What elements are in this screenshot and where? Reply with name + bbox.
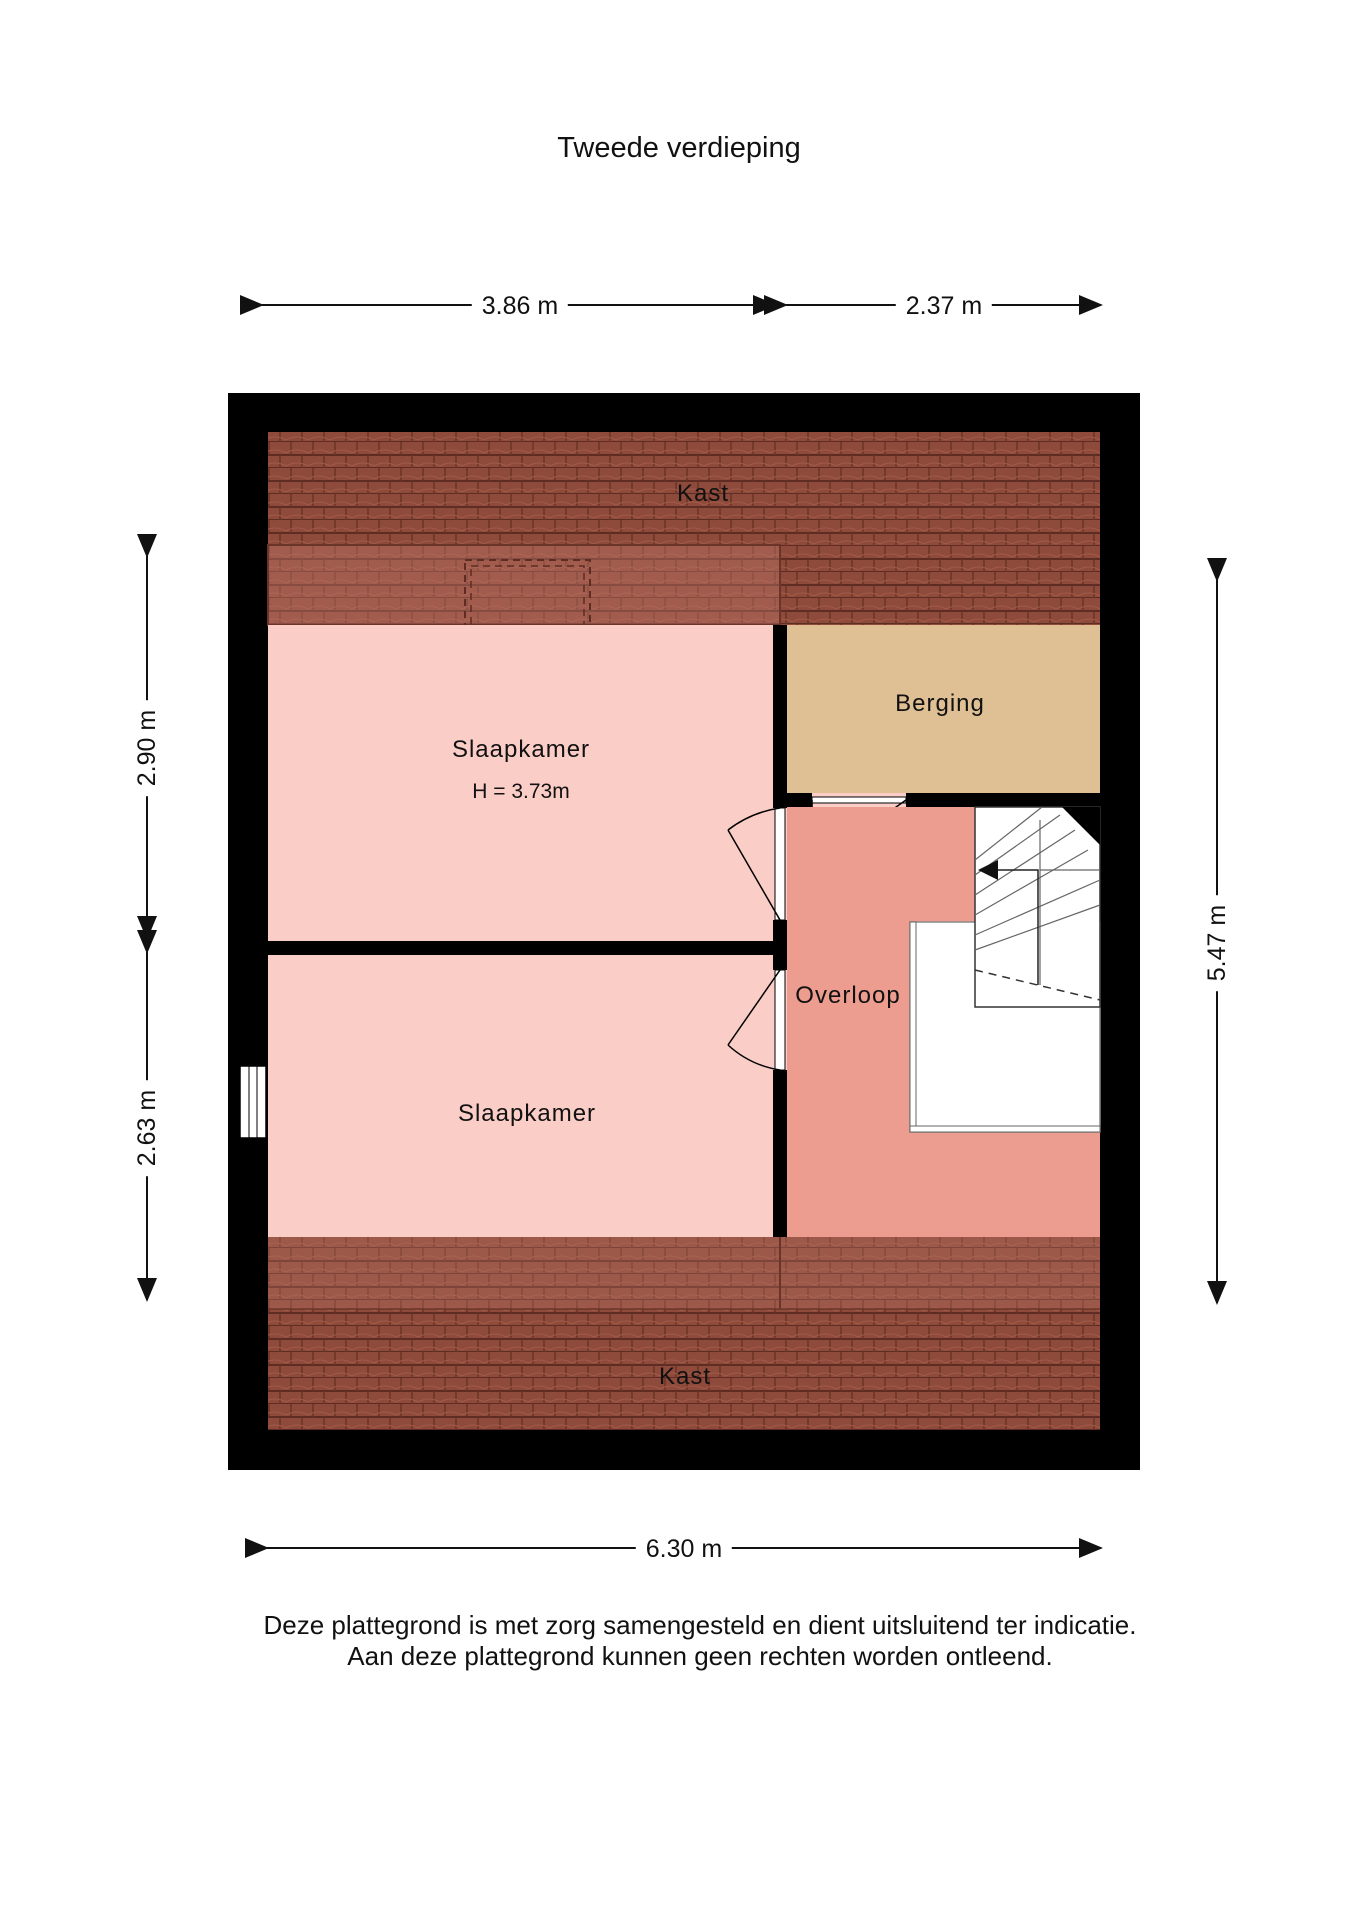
- berging: [787, 625, 1100, 793]
- slaapkamer-1: [268, 625, 773, 941]
- kast-top-area: [268, 432, 1100, 625]
- dim-top-left: 3.86 m: [471, 291, 569, 321]
- label-slaapkamer-1: Slaapkamer: [451, 736, 591, 763]
- label-slaapkamer-1-height: H = 3.73m: [472, 780, 570, 803]
- disclaimer-line-1: Deze plattegrond is met zorg samengestel…: [263, 1610, 1137, 1640]
- dim-left-lower: 2.63 m: [132, 1079, 162, 1177]
- left-window: [239, 1065, 267, 1139]
- disclaimer-line-2: Aan deze plattegrond kunnen geen rechten…: [347, 1641, 1053, 1671]
- dim-right: 5.47 m: [1202, 894, 1232, 992]
- page-title: Tweede verdieping: [557, 132, 801, 164]
- dim-top-right: 2.37 m: [895, 291, 993, 321]
- dim-left-upper: 2.90 m: [132, 699, 162, 797]
- label-slaapkamer-2: Slaapkamer: [457, 1100, 597, 1127]
- disclaimer: Deze plattegrond is met zorg samengestel…: [0, 1610, 1358, 1672]
- label-kast-top: Kast: [676, 480, 730, 507]
- label-berging: Berging: [895, 690, 985, 717]
- staircase: [974, 806, 1101, 1008]
- dim-bottom: 6.30 m: [635, 1534, 733, 1564]
- label-kast-bottom: Kast: [658, 1363, 712, 1390]
- label-overloop: Overloop: [795, 982, 901, 1009]
- slaapkamer-2: [268, 955, 773, 1237]
- kast-bottom-area: [268, 1237, 1100, 1430]
